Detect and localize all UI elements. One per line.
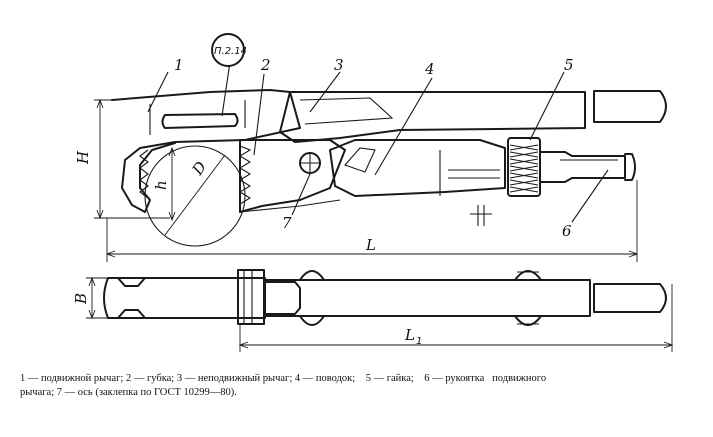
label-part-3: 3 xyxy=(334,56,344,74)
leader-6 xyxy=(571,169,609,223)
leader-lines xyxy=(147,61,609,223)
plan-rivet xyxy=(299,270,325,326)
plan-body xyxy=(263,279,591,317)
leader-4 xyxy=(374,77,433,176)
stamp-circle xyxy=(211,33,245,67)
stamp-label: П.2.14 xyxy=(214,46,247,57)
dim-D: D xyxy=(188,158,210,179)
dim-L1: L xyxy=(404,326,415,344)
jaw-teeth xyxy=(238,145,252,205)
dimension-lines-top xyxy=(94,98,639,262)
fixed-lever-inner xyxy=(299,97,394,125)
caption-line-1: 1 — подвижной рычаг; 2 — губка; 3 — непо… xyxy=(20,373,547,384)
leader-2 xyxy=(253,73,265,156)
movable-handle xyxy=(539,151,626,183)
nut-knurl xyxy=(509,144,539,193)
dim-h: h xyxy=(152,180,170,190)
thread-mark xyxy=(470,205,492,226)
dimension-lines-bottom xyxy=(86,276,674,352)
hook-slot xyxy=(161,113,239,129)
wrench-top-view xyxy=(103,269,667,326)
dim-B: B xyxy=(72,293,90,305)
label-part-7: 7 xyxy=(282,214,292,232)
link-lever xyxy=(329,139,506,197)
leader-stamp xyxy=(221,61,231,117)
wrench-side-view xyxy=(111,89,667,247)
leader-7 xyxy=(291,173,311,216)
jaw xyxy=(239,139,346,213)
dim-H: H xyxy=(74,150,92,165)
jaw-lower-edge xyxy=(239,199,341,213)
plan-link-bracket xyxy=(263,281,301,315)
dim-L: L xyxy=(365,236,376,254)
label-part-4: 4 xyxy=(424,60,435,78)
label-part-5: 5 xyxy=(564,56,574,74)
leader-5 xyxy=(529,71,565,141)
plan-hook-head xyxy=(103,277,266,319)
label-part-6: 6 xyxy=(562,222,572,240)
hook-teeth xyxy=(139,149,149,199)
plan-jaw-lines xyxy=(243,270,253,324)
plan-nut-lines xyxy=(517,271,539,325)
handle-end-cap xyxy=(624,153,636,181)
fixed-lever xyxy=(279,91,586,143)
plan-head-notch xyxy=(117,277,146,319)
label-part-1: 1 xyxy=(174,56,184,74)
figure-caption: 1 — подвижной рычаг; 2 — губка; 3 — непо… xyxy=(20,372,700,400)
caption-line-2: рычага; 7 — ось (заклепка по ГОСТ 10299—… xyxy=(20,387,237,398)
plan-nut xyxy=(514,270,542,326)
plan-jaw-block xyxy=(237,269,265,325)
link-hatch xyxy=(448,169,500,179)
link-slot xyxy=(344,147,376,173)
leader-1 xyxy=(147,71,169,113)
pipe-circle xyxy=(144,145,246,247)
leader-3 xyxy=(309,71,341,113)
movable-lever-hook xyxy=(111,89,301,213)
label-part-2: 2 xyxy=(260,56,271,74)
dim-L1-subscript: 1 xyxy=(416,336,422,347)
plan-handle-grip xyxy=(593,283,667,313)
upper-handle-grip xyxy=(593,90,667,123)
